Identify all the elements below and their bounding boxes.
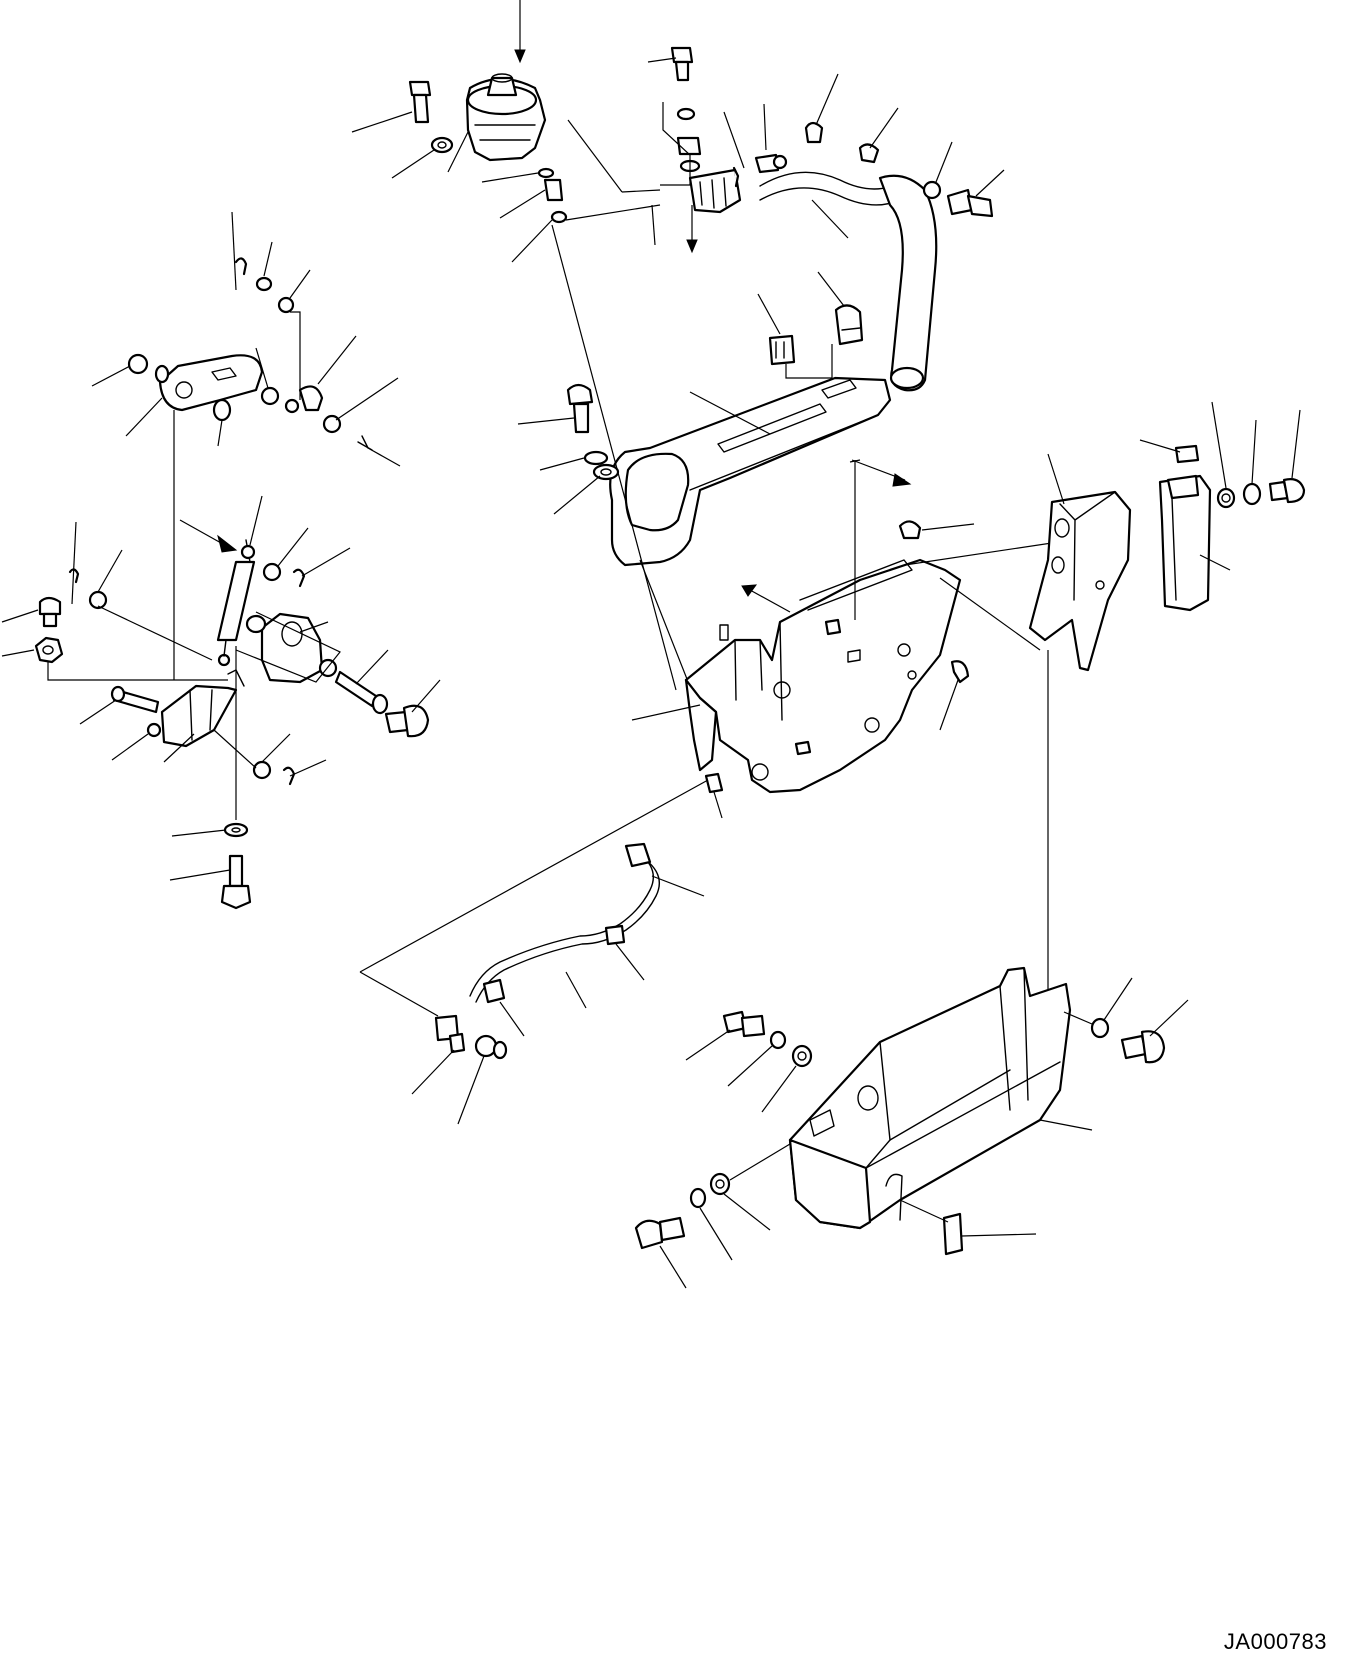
- pivot-bracket-icon: [160, 669, 245, 748]
- bolt-icon: [824, 618, 842, 636]
- cotter-pin-icon: [282, 766, 296, 786]
- washer-icon: [146, 722, 162, 738]
- switch-icon: [834, 304, 864, 346]
- bolt-icon: [946, 188, 994, 218]
- bolt-icon: [670, 46, 694, 82]
- lever-bracket-plate-icon: [158, 354, 264, 412]
- cotter-pin-icon: [292, 568, 306, 588]
- fitting-icon: [543, 178, 564, 202]
- nut-icon: [791, 1044, 813, 1068]
- bolt-icon: [1268, 478, 1306, 504]
- washer-icon: [223, 822, 249, 838]
- clip-icon: [704, 772, 724, 794]
- clip-icon: [858, 143, 880, 164]
- washer-icon: [689, 1187, 707, 1209]
- lower-console-box-icon: [788, 966, 1072, 1230]
- plug-icon: [754, 153, 788, 174]
- bolt-icon: [408, 80, 432, 124]
- washer-icon: [922, 180, 942, 200]
- console-top-cover-icon: [609, 376, 892, 567]
- grommet-icon: [474, 1034, 508, 1060]
- side-cover-icon: [1028, 490, 1132, 672]
- gas-spring-icon: [216, 539, 256, 667]
- nut-icon: [1216, 487, 1236, 509]
- spring-clip-icon: [298, 385, 324, 412]
- washer-icon: [88, 590, 108, 610]
- washer-icon: [1090, 1017, 1110, 1039]
- washer-icon: [260, 386, 342, 434]
- bushing-icon: [127, 353, 232, 422]
- bolt-icon: [384, 704, 430, 738]
- manifold-block-icon: [688, 168, 742, 214]
- bolt-icon: [220, 854, 252, 910]
- bushing-icon: [245, 614, 338, 678]
- clip-icon: [1174, 444, 1200, 464]
- washer-icon: [769, 1030, 787, 1050]
- wiring-harness-icon: [434, 842, 660, 1042]
- washer-icon: [252, 760, 272, 780]
- clip-icon: [448, 1032, 466, 1054]
- cotter-pin-icon: [234, 257, 248, 276]
- clip-icon: [898, 520, 922, 540]
- fitting-icon: [676, 136, 702, 156]
- pin-icon: [110, 685, 160, 714]
- cotter-pin-icon: [732, 166, 740, 188]
- clip-icon: [804, 121, 824, 144]
- bolt-icon: [38, 596, 62, 628]
- washer-icon: [277, 296, 295, 314]
- washer-icon: [1242, 482, 1262, 506]
- clip-icon: [950, 660, 970, 684]
- connector-icon: [768, 334, 796, 366]
- console-frame-icon: [684, 558, 962, 794]
- bolt-icon: [634, 1216, 686, 1250]
- control-lever-valve-icon: [465, 73, 547, 162]
- rear-cover-icon: [1158, 474, 1212, 612]
- cotter-pin-icon: [68, 568, 80, 584]
- washer-icon: [430, 136, 454, 154]
- nut-icon: [709, 1172, 731, 1196]
- washer-icon: [262, 562, 282, 582]
- bolt-icon: [794, 740, 812, 756]
- o-ring-icon: [537, 167, 568, 224]
- pin-icon: [334, 670, 389, 715]
- screw-icon: [357, 435, 373, 451]
- bolt-icon: [566, 383, 594, 434]
- washer-icon: [255, 276, 273, 292]
- clip-icon: [942, 1212, 964, 1256]
- bolt-icon: [722, 1010, 766, 1038]
- drawing-code-label: JA000783: [1223, 1629, 1327, 1654]
- nut-icon: [34, 636, 64, 664]
- bolt-icon: [1120, 1030, 1166, 1064]
